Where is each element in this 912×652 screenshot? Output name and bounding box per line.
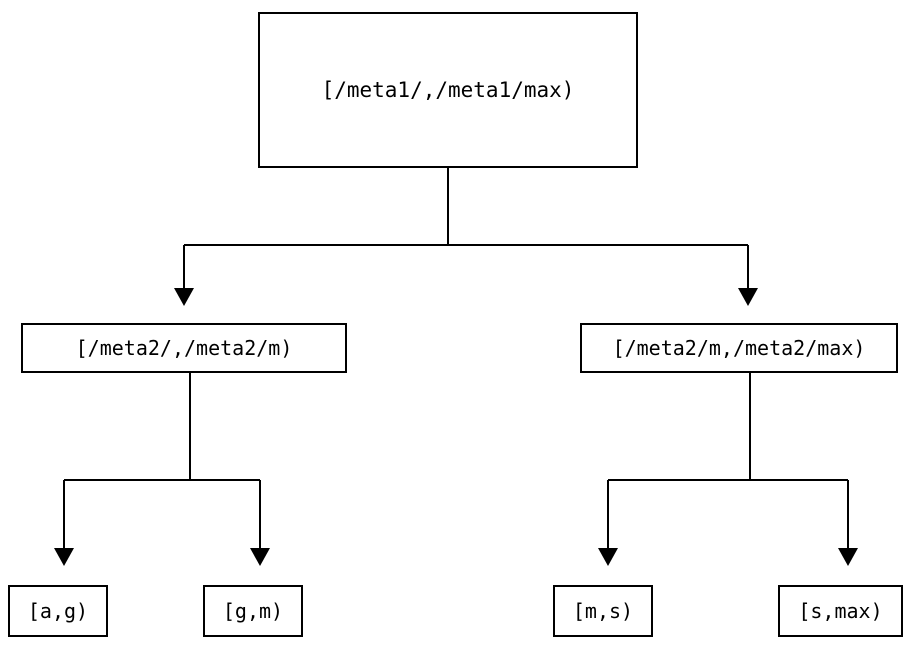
node-leaf-4-label: [s,max) [798,599,883,623]
node-root-label: [/meta1/,/meta1/max) [321,77,575,102]
node-root[interactable]: [/meta1/,/meta1/max) [258,12,638,168]
arrowhead-leaf-3 [598,548,618,566]
arrowhead-mid-right [738,288,758,306]
node-leaf-2-label: [g,m) [222,599,284,623]
node-mid-left[interactable]: [/meta2/,/meta2/m) [21,323,347,373]
node-leaf-1[interactable]: [a,g) [8,585,108,637]
arrowhead-mid-left [174,288,194,306]
node-leaf-3-label: [m,s) [572,599,634,623]
arrowhead-leaf-1 [54,548,74,566]
node-leaf-4[interactable]: [s,max) [778,585,903,637]
arrowhead-leaf-2 [250,548,270,566]
node-leaf-3[interactable]: [m,s) [553,585,653,637]
node-mid-left-label: [/meta2/,/meta2/m) [75,336,293,360]
node-mid-right[interactable]: [/meta2/m,/meta2/max) [580,323,898,373]
node-leaf-2[interactable]: [g,m) [203,585,303,637]
node-mid-right-label: [/meta2/m,/meta2/max) [612,336,866,360]
node-leaf-1-label: [a,g) [27,599,89,623]
arrowhead-leaf-4 [838,548,858,566]
